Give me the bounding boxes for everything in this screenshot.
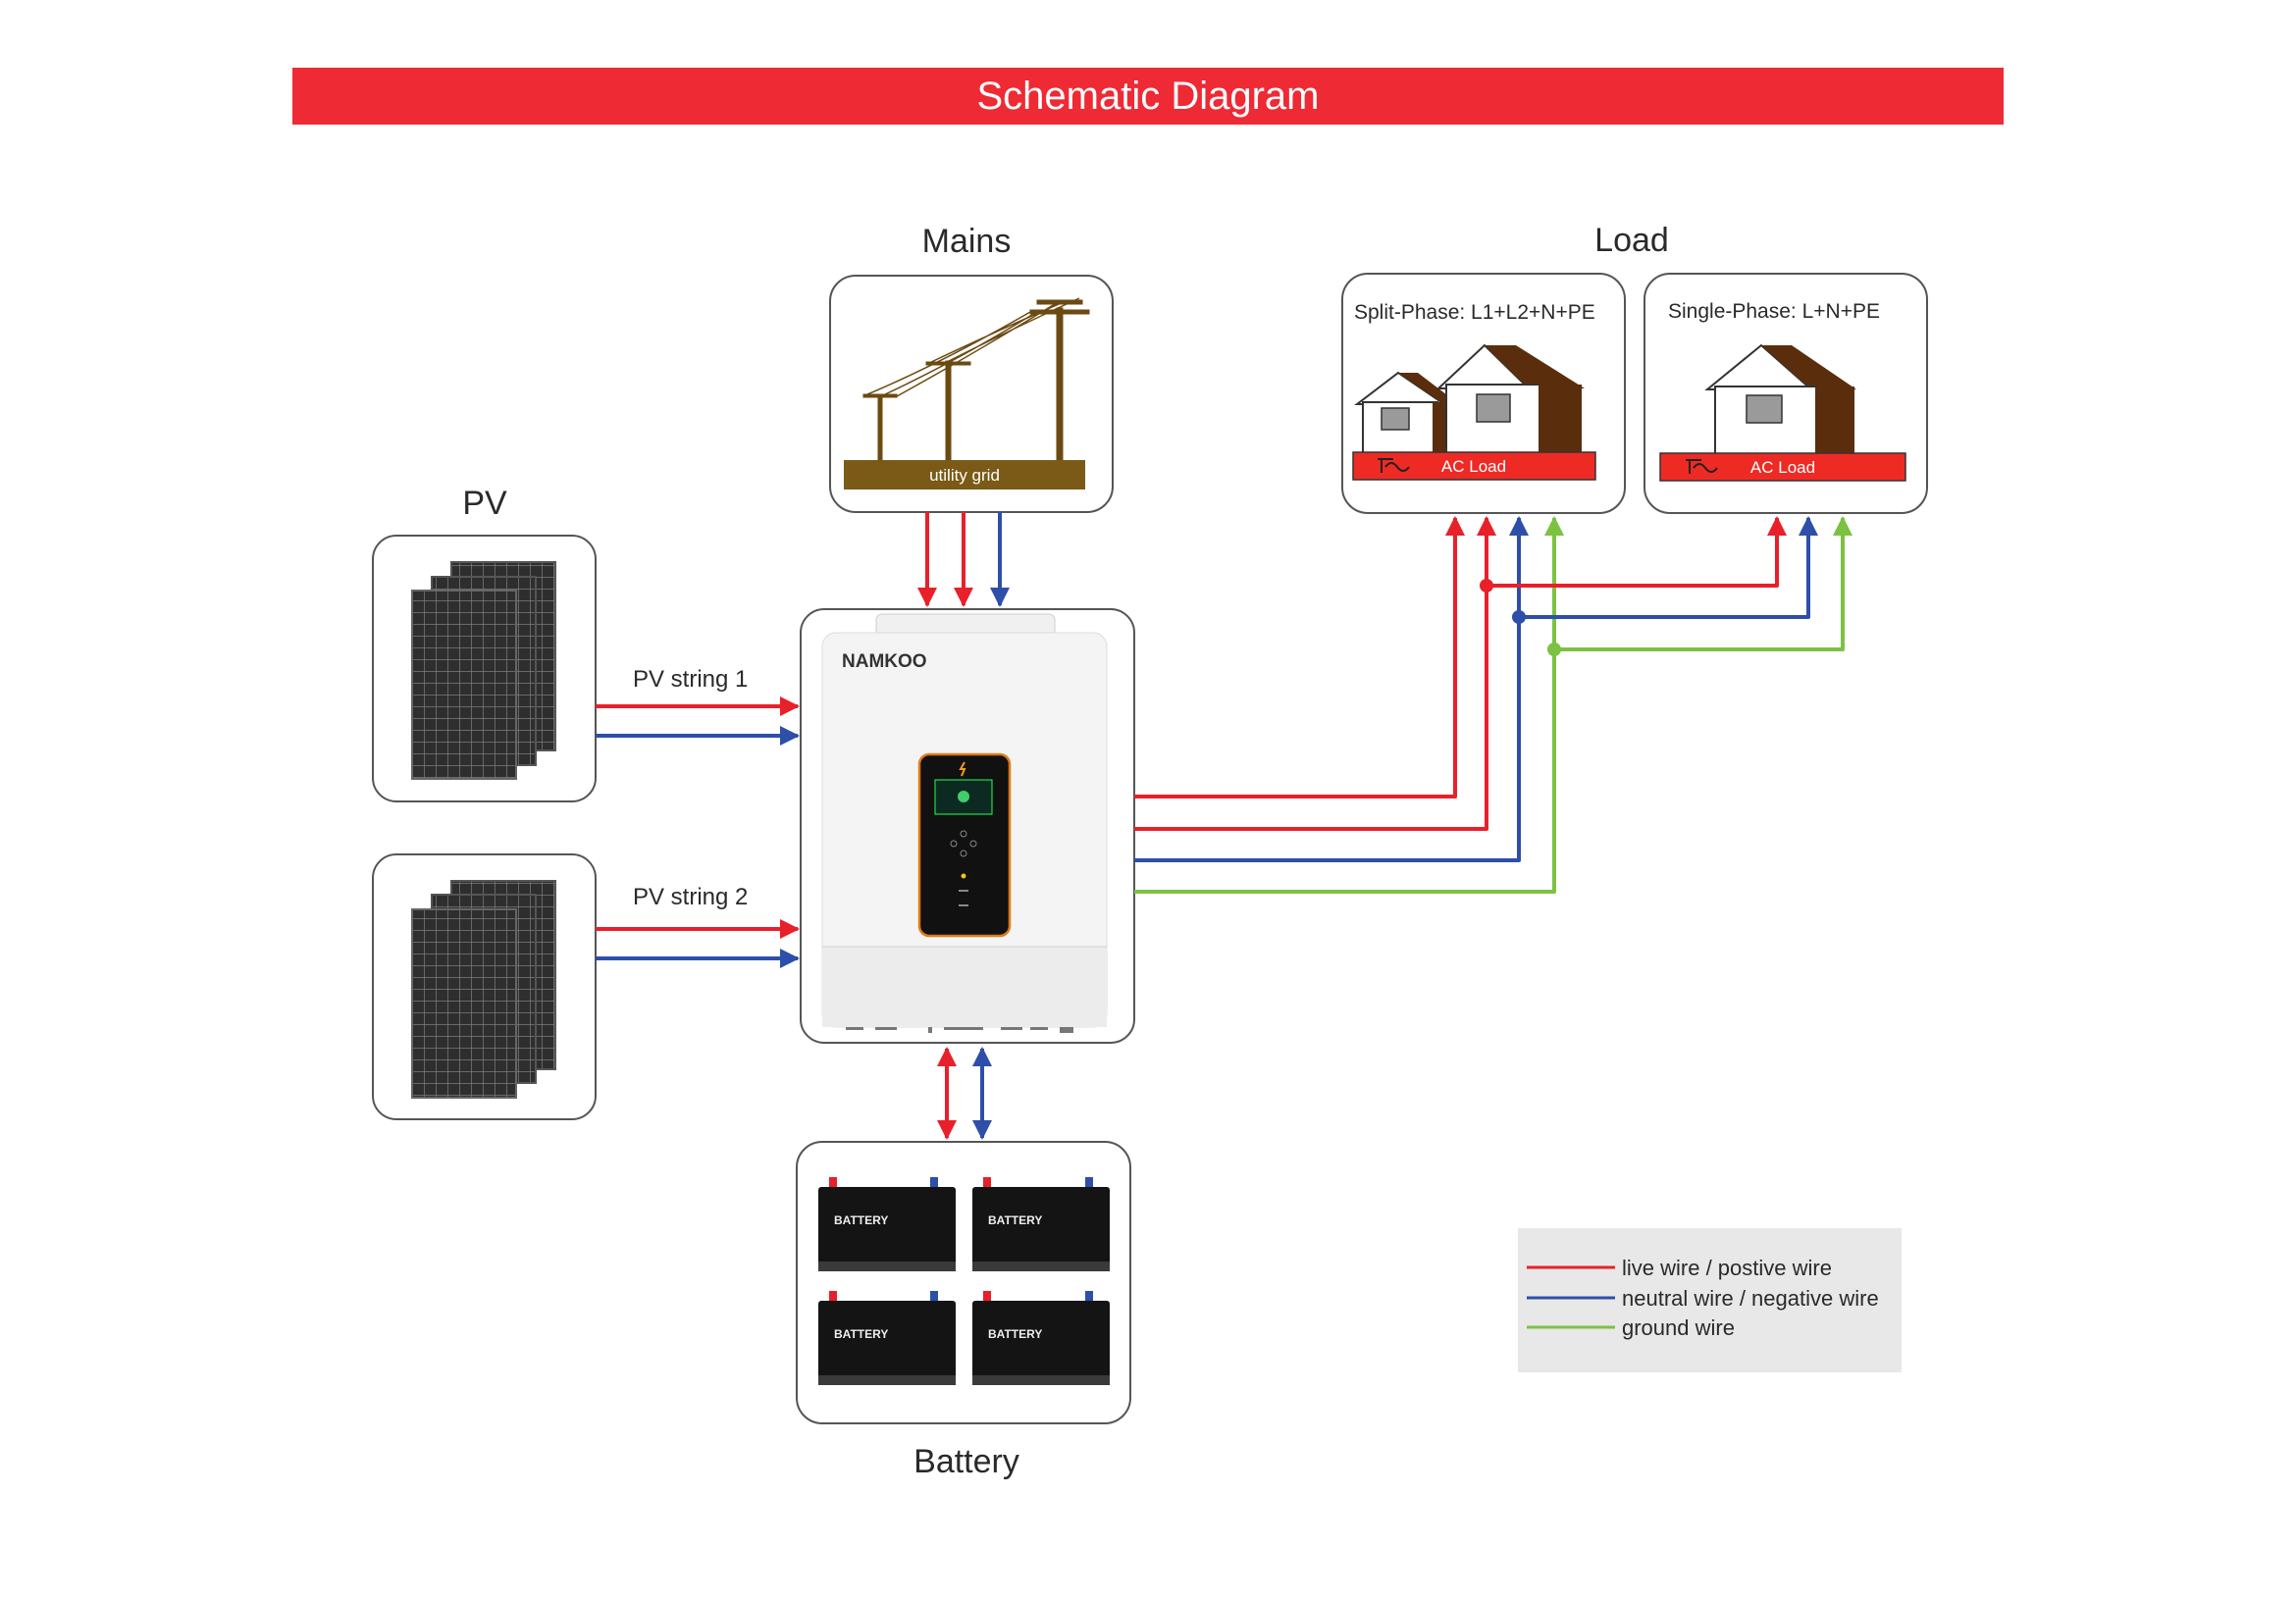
lightning-icon: [959, 761, 966, 777]
inverter-box: NAMKOO: [800, 608, 1135, 1044]
battery-icon: BATTERY: [972, 1177, 1110, 1271]
wire-junction: [1480, 579, 1493, 592]
ac-load-bar: [1352, 451, 1596, 481]
utility-grid-label: utility grid: [929, 466, 1000, 485]
ac-load-bar: [1659, 452, 1906, 482]
battery-label: BATTERY: [988, 1327, 1042, 1341]
legend-label-neutral: neutral wire / negative wire: [1622, 1286, 1879, 1311]
single-phase-ac-load-label: AC Load: [1750, 458, 1815, 477]
pv-heading: PV: [462, 485, 507, 522]
mains-heading: Mains: [922, 223, 1012, 260]
load-wires: [1134, 516, 1852, 894]
wire-junction: [1547, 643, 1561, 656]
power-pole-icon: [862, 297, 1090, 463]
split-phase-load-box: Split-Phase: L1+L2+N+PE AC Load: [1341, 273, 1626, 514]
split-phase-ac-load-label: AC Load: [1441, 457, 1506, 476]
inverter-brand: NAMKOO: [842, 651, 927, 672]
pv-string-2-label: PV string 2: [633, 884, 748, 910]
battery-heading: Battery: [913, 1443, 1019, 1480]
battery-label: BATTERY: [834, 1327, 888, 1341]
solar-panel-icon: [411, 590, 517, 780]
house-icon: [1435, 343, 1585, 456]
pv-string-1-wires: [596, 696, 800, 746]
load-heading: Load: [1594, 222, 1669, 259]
battery-icon: BATTERY: [972, 1291, 1110, 1385]
battery-label: BATTERY: [834, 1213, 888, 1227]
mains-box: utility grid: [829, 275, 1114, 513]
pv-array-1: [372, 535, 597, 802]
legend: live wire / postive wire neutral wire / …: [1518, 1228, 1902, 1372]
battery-icon: BATTERY: [818, 1291, 956, 1385]
battery-box: BATTERY BATTERY BATTERY BATTERY: [796, 1141, 1131, 1424]
mains-wires: [917, 512, 1010, 607]
ac-symbol-icon: [1378, 458, 1410, 473]
pv-array-2: [372, 853, 597, 1120]
page-title: Schematic Diagram: [292, 68, 2004, 125]
legend-label-live: live wire / postive wire: [1622, 1256, 1832, 1280]
house-icon: [1354, 371, 1459, 454]
solar-panel-icon: [411, 908, 517, 1099]
wire-junction: [1512, 610, 1526, 624]
ac-symbol-icon: [1686, 459, 1718, 474]
pv-string-2-wires: [596, 919, 800, 968]
battery-icon: BATTERY: [818, 1177, 956, 1271]
legend-label-ground: ground wire: [1622, 1315, 1735, 1340]
battery-wires: [937, 1047, 992, 1140]
house-icon: [1704, 343, 1856, 456]
split-phase-title: Split-Phase: L1+L2+N+PE: [1354, 301, 1595, 324]
utility-grid-base: [844, 460, 1085, 489]
pv-string-1-label: PV string 1: [633, 666, 748, 693]
battery-label: BATTERY: [988, 1213, 1042, 1227]
single-phase-title: Single-Phase: L+N+PE: [1668, 300, 1880, 323]
single-phase-load-box: Single-Phase: L+N+PE AC Load: [1644, 273, 1928, 514]
